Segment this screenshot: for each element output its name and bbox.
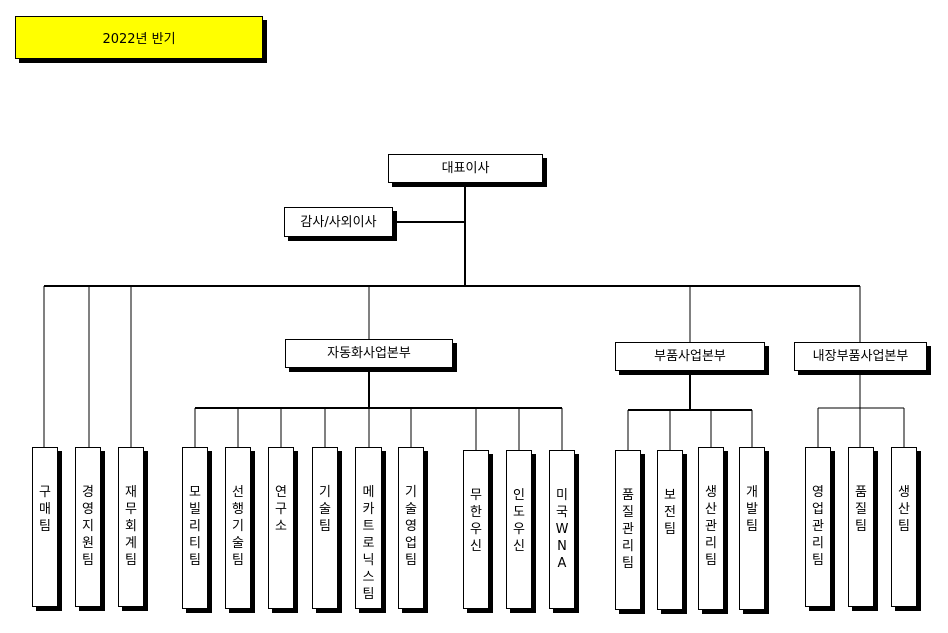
team-label: 기술팀 [319, 485, 331, 534]
team-label: 보전팀 [664, 488, 676, 537]
team-node: 기술팀 [312, 447, 338, 609]
division-label: 부품사업본부 [654, 349, 726, 364]
team-node: 생산팀 [891, 447, 917, 607]
team-node: 개발팀 [739, 447, 765, 610]
team-label: 경영지원팀 [82, 485, 94, 568]
team-label: 생산팀 [898, 485, 910, 534]
team-node: 경영지원팀 [75, 447, 101, 607]
team-label: 재무회계팀 [125, 485, 137, 568]
team-label: 영업관리팀 [812, 485, 824, 568]
ceo-label: 대표이사 [441, 161, 490, 176]
team-label: 무한우신 [470, 488, 482, 554]
team-node: 인도우신 [506, 450, 532, 609]
team-node: 선행기술팀 [225, 447, 251, 609]
auditor-label: 감사/사외이사 [300, 214, 377, 230]
team-label: 기술영업팀 [405, 485, 417, 568]
team-label: 연구소 [275, 485, 287, 534]
team-node: 품질관리팀 [615, 450, 641, 610]
auditor-node: 감사/사외이사 [284, 207, 393, 237]
team-label: 모빌리티팀 [189, 485, 201, 568]
team-node: 모빌리티팀 [182, 447, 208, 609]
ceo-node: 대표이사 [388, 154, 543, 183]
division-automation: 자동화사업본부 [285, 339, 453, 368]
division-label: 자동화사업본부 [327, 346, 411, 361]
team-node: 무한우신 [463, 450, 489, 609]
team-label: 메카트로닉스팀 [362, 485, 375, 602]
division-interior-parts: 내장부품사업본부 [794, 342, 927, 371]
team-label: 구매팀 [39, 485, 51, 534]
team-node: 품질팀 [848, 447, 874, 607]
team-label: 품질팀 [855, 485, 867, 534]
page-title: 2022년 반기 [15, 16, 263, 59]
team-node: 기술영업팀 [398, 447, 424, 609]
division-label: 내장부품사업본부 [812, 349, 909, 364]
team-label: 개발팀 [746, 485, 758, 534]
team-label: 선행기술팀 [232, 485, 244, 568]
team-label: 인도우신 [513, 488, 525, 554]
team-node: 구매팀 [32, 447, 58, 607]
team-label: 생산관리팀 [705, 485, 717, 568]
team-node: 메카트로닉스팀 [355, 447, 382, 609]
team-node: 미국WNA [549, 450, 575, 609]
division-parts: 부품사업본부 [615, 342, 765, 371]
team-label: 미국WNA [555, 488, 569, 571]
team-node: 보전팀 [657, 450, 683, 610]
team-label: 품질관리팀 [622, 488, 634, 571]
team-node: 생산관리팀 [698, 447, 724, 610]
team-node: 재무회계팀 [118, 447, 144, 607]
page-title-text: 2022년 반기 [102, 32, 176, 47]
team-node: 연구소 [268, 447, 294, 609]
team-node: 영업관리팀 [805, 447, 831, 607]
